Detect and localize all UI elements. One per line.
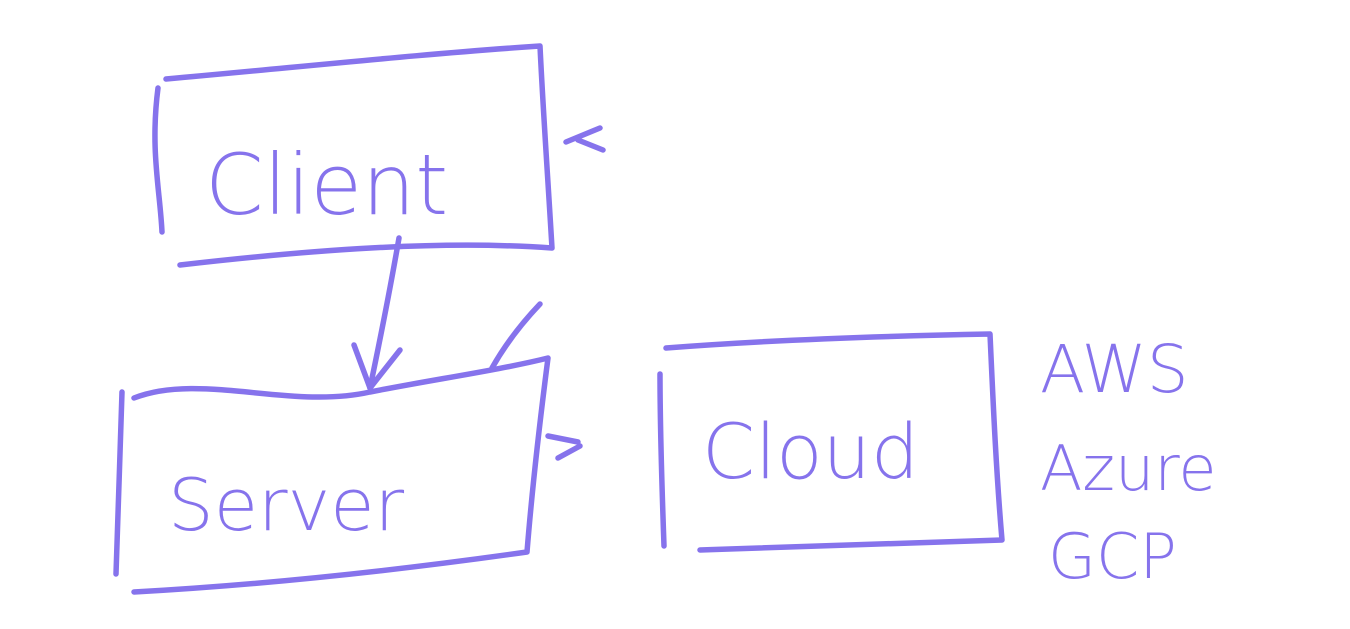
server-connector-stroke — [489, 301, 543, 371]
arrow-head — [351, 342, 403, 391]
server-node: Server — [113, 355, 551, 595]
client-side-tick — [563, 125, 606, 153]
provider-gcp: GCP — [1048, 520, 1177, 593]
server-side-tick — [545, 433, 583, 461]
cloud-node: Cloud — [657, 331, 1005, 553]
cloud-label: Cloud — [702, 407, 919, 496]
client-to-server-arrow — [351, 235, 403, 391]
client-node: Client — [152, 43, 555, 268]
provider-aws: AWS — [1040, 331, 1189, 408]
server-label: Server — [168, 463, 405, 547]
client-box-outline — [152, 43, 555, 268]
cloud-box-outline — [657, 331, 1005, 553]
cloud-provider-list: AWS Azure GCP — [1040, 331, 1217, 593]
arrow-shaft — [367, 235, 402, 391]
client-label: Client — [205, 136, 448, 234]
server-box-outline — [113, 355, 551, 595]
provider-azure: Azure — [1040, 432, 1217, 505]
